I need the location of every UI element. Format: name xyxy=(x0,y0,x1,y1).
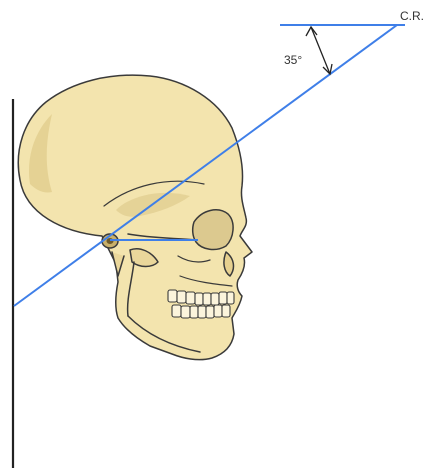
lower-teeth xyxy=(172,305,230,318)
upper-tooth xyxy=(186,292,195,304)
upper-tooth xyxy=(195,293,203,305)
lower-tooth xyxy=(172,305,181,317)
lower-tooth xyxy=(214,305,222,317)
central-ray-label: C.R. xyxy=(400,9,424,23)
lower-tooth xyxy=(206,306,214,318)
lower-tooth xyxy=(181,306,190,318)
upper-tooth xyxy=(168,290,177,302)
upper-tooth xyxy=(227,292,234,304)
orbit xyxy=(193,210,233,250)
angle-arrowhead-top xyxy=(306,27,317,36)
angle-label: 35° xyxy=(284,53,302,67)
upper-tooth xyxy=(203,293,211,305)
lower-tooth xyxy=(198,306,206,318)
angle-arc xyxy=(311,27,330,74)
upper-tooth xyxy=(177,291,186,303)
angle-indicator xyxy=(306,27,332,74)
lower-tooth xyxy=(190,306,198,318)
lower-tooth xyxy=(222,305,230,317)
upper-tooth xyxy=(211,293,219,305)
upper-tooth xyxy=(219,292,227,304)
